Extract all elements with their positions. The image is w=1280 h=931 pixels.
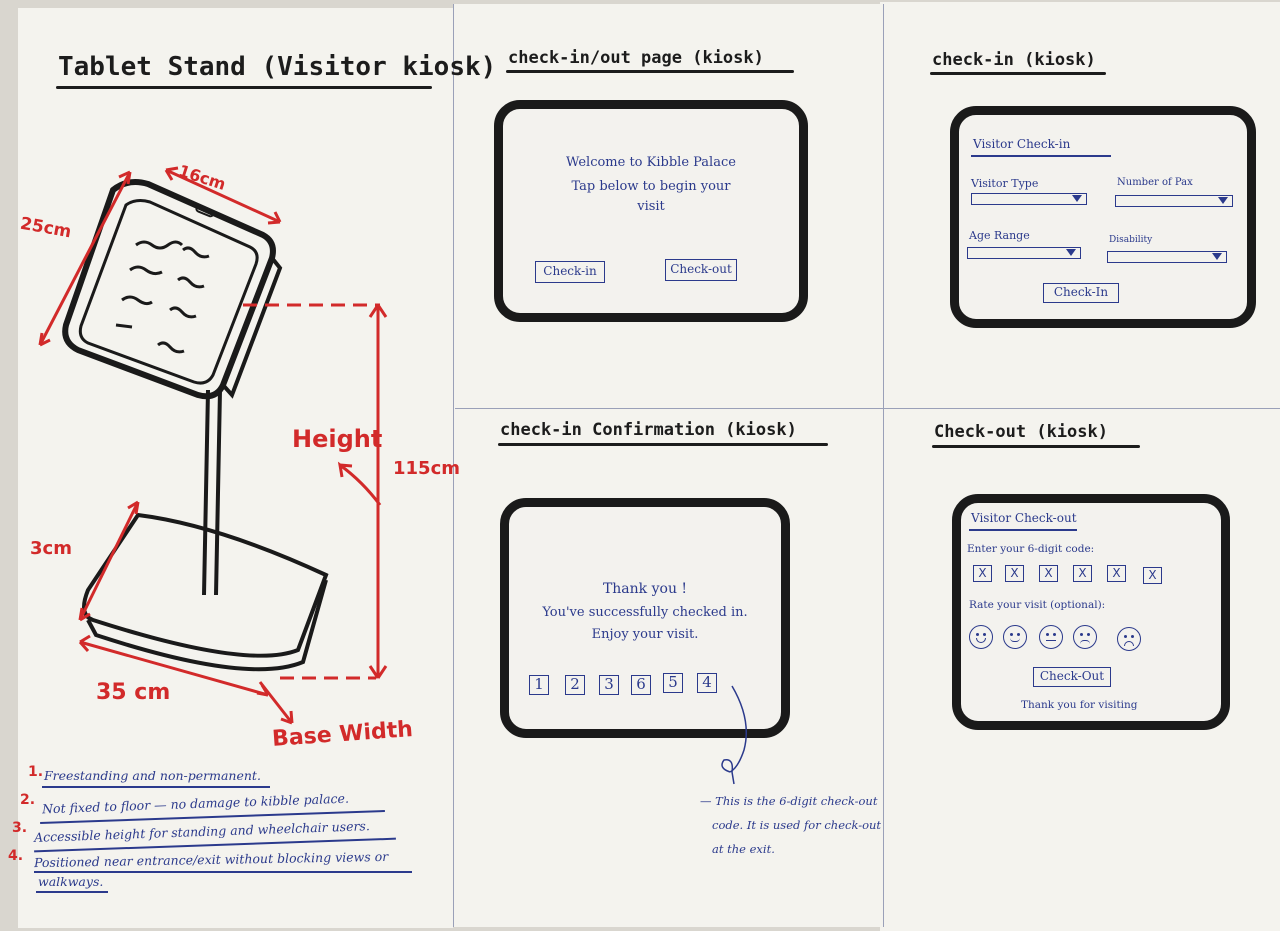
chevron-down-icon: [1212, 253, 1222, 260]
dim-base-length-label: 35 cm: [96, 680, 171, 705]
note-text-continued: walkways.: [38, 874, 104, 889]
visitor-type-label: Visitor Type: [971, 177, 1039, 190]
note-number: 4.: [8, 848, 24, 864]
panel-divider-left: [453, 4, 454, 927]
enjoy-text: Enjoy your visit.: [591, 627, 699, 642]
checkin-title-underline: [930, 72, 1106, 75]
chevron-down-icon: [1066, 249, 1076, 256]
age-range-select[interactable]: [967, 247, 1081, 259]
success-text: You've successfully checked in.: [542, 605, 748, 620]
checkin-heading: Visitor Check-in: [973, 137, 1071, 151]
visitor-type-select[interactable]: [971, 193, 1087, 205]
dim-height-label: Height: [292, 425, 383, 453]
code-entry-box[interactable]: X: [1107, 565, 1126, 582]
note-underline: [36, 891, 108, 893]
thank-you-text: Thank you !: [602, 581, 688, 597]
paper-sheet-left: [18, 8, 453, 928]
checkout-heading: Visitor Check-out: [971, 511, 1077, 525]
tablet-stand-sketch: [38, 166, 388, 725]
very-sad-face-icon[interactable]: [1117, 627, 1141, 651]
code-entry-box[interactable]: X: [1039, 565, 1058, 582]
happy-face-icon[interactable]: [1003, 625, 1027, 649]
age-range-label: Age Range: [969, 229, 1030, 242]
checkout-title: Check-out (kiosk): [934, 422, 1108, 442]
very-happy-face-icon[interactable]: [969, 625, 993, 649]
check-in-button[interactable]: Check-in: [535, 261, 605, 283]
checkout-heading-underline: [969, 529, 1077, 531]
confirm-title: check-in Confirmation (kiosk): [500, 420, 797, 440]
code-entry-box[interactable]: X: [1073, 565, 1092, 582]
number-of-pax-label: Number of Pax: [1117, 177, 1193, 188]
check-out-button[interactable]: Check-out: [665, 259, 737, 281]
checkin-title: check-in (kiosk): [932, 50, 1096, 70]
dim-height-value: 115cm: [393, 458, 460, 479]
check-out-submit-button[interactable]: Check-Out: [1033, 667, 1111, 687]
kiosk-screen-checkout: Visitor Check-out Enter your 6-digit cod…: [952, 494, 1230, 730]
code-entry-label: Enter your 6-digit code:: [967, 543, 1095, 555]
code-note-line1: — This is the 6-digit check-out: [700, 794, 878, 808]
note-number: 2.: [20, 792, 36, 808]
checkout-title-underline: [932, 445, 1140, 448]
chevron-down-icon: [1072, 195, 1082, 202]
checkin-heading-underline: [971, 155, 1111, 157]
note-underline: [42, 786, 270, 788]
disability-select[interactable]: [1107, 251, 1227, 263]
stand-title: Tablet Stand (Visitor kiosk): [58, 52, 497, 82]
code-entry-box[interactable]: X: [1143, 567, 1162, 584]
code-digit: 1: [529, 675, 549, 695]
panel-divider-horizontal: [455, 408, 1280, 409]
kiosk-screen-checkin: Visitor Check-in Visitor Type Number of …: [950, 106, 1256, 328]
code-digit: 2: [565, 675, 585, 695]
annotation-arrow: [721, 685, 747, 785]
check-in-submit-button[interactable]: Check-In: [1043, 283, 1119, 303]
instruction-text-continued: visit: [637, 199, 665, 214]
code-digit: 5: [663, 673, 683, 693]
disability-label: Disability: [1109, 235, 1153, 245]
note-number: 3.: [12, 820, 28, 836]
note-number: 1.: [28, 764, 44, 780]
thank-you-footer: Thank you for visiting: [1021, 699, 1138, 711]
code-digit: 3: [599, 675, 619, 695]
kiosk-screen-checkinout: Welcome to Kibble Palace Tap below to be…: [494, 100, 808, 322]
stand-title-underline: [56, 86, 432, 89]
rate-visit-label: Rate your visit (optional):: [969, 599, 1106, 611]
sad-face-icon[interactable]: [1073, 625, 1097, 649]
code-entry-box[interactable]: X: [1005, 565, 1024, 582]
chevron-down-icon: [1218, 197, 1228, 204]
panel-divider-right: [883, 4, 884, 927]
code-digit: 6: [631, 675, 651, 695]
dim-base-thickness-label: 3cm: [30, 538, 72, 559]
kiosk-screen-confirmation: Thank you ! You've successfully checked …: [500, 498, 790, 738]
checkinout-title: check-in/out page (kiosk): [508, 48, 764, 68]
welcome-text: Welcome to Kibble Palace: [566, 155, 736, 170]
code-entry-box[interactable]: X: [973, 565, 992, 582]
note-underline: [34, 871, 412, 873]
note-text: Freestanding and non-permanent.: [44, 768, 261, 783]
confirm-title-underline: [498, 443, 828, 446]
code-digit: 4: [697, 673, 717, 693]
checkinout-title-underline: [506, 70, 794, 73]
number-of-pax-select[interactable]: [1115, 195, 1233, 207]
instruction-text: Tap below to begin your: [571, 179, 731, 194]
code-note-line2: code. It is used for check-out: [712, 818, 882, 832]
code-note-line3: at the exit.: [712, 842, 775, 856]
neutral-face-icon[interactable]: [1039, 625, 1063, 649]
